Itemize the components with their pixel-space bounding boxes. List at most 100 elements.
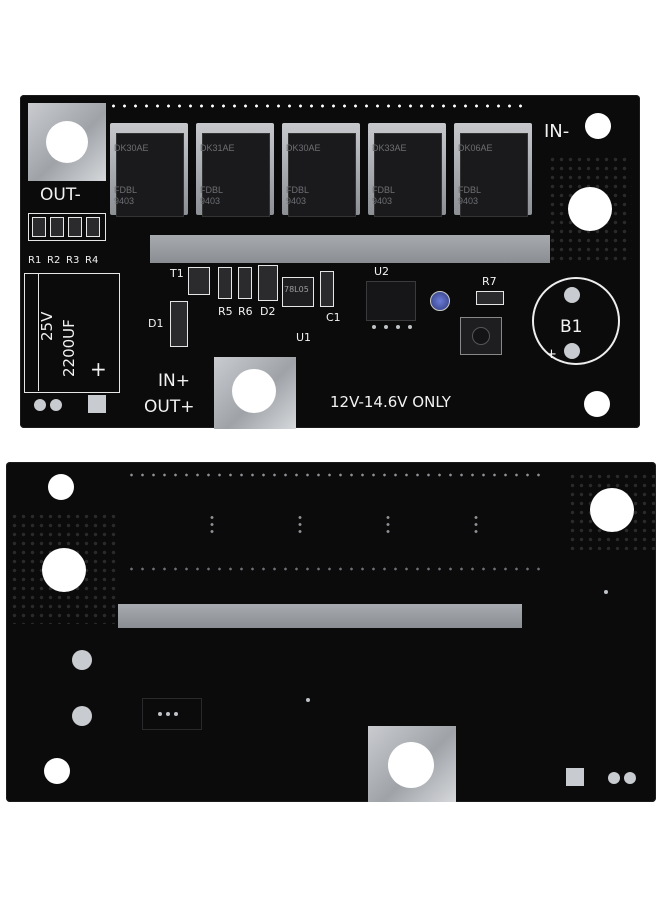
label-c1: C1 (326, 311, 341, 324)
label-in-minus: IN- (544, 121, 570, 142)
mosfet-q4: DK33AE FDBL 9403 (368, 123, 446, 221)
bus-bar-strip (118, 604, 522, 628)
mosfet-part: DK30AE (114, 143, 149, 153)
label-d1: D1 (148, 317, 164, 330)
resistor-r1 (32, 217, 46, 237)
resistor-r6 (238, 267, 252, 299)
pad-hole (624, 772, 636, 784)
mounting-hole (46, 121, 88, 163)
header-holes-row (126, 472, 546, 478)
pad-hole (34, 399, 46, 411)
label-in-plus: IN+ (158, 371, 190, 391)
label-r1: R1 (28, 255, 42, 266)
resistor-r2 (50, 217, 64, 237)
mounting-hole (48, 474, 74, 500)
label-b1: B1 (560, 317, 583, 337)
mounting-hole (584, 391, 610, 417)
pad-hole (50, 399, 62, 411)
mosfet-line2: 9403 (114, 196, 135, 206)
left-pad (10, 512, 118, 624)
diode-d1 (170, 301, 188, 347)
button-actuator (472, 327, 490, 345)
mosfet-line2: 9403 (200, 196, 221, 206)
mounting-hole (42, 548, 86, 592)
label-d2: D2 (260, 305, 276, 318)
capacitor-stripe (24, 273, 39, 391)
battery-pad (564, 287, 580, 303)
pad-hole (608, 772, 620, 784)
regulator-u1 (282, 277, 314, 307)
header-holes-row (108, 103, 528, 109)
mosfet-line2: 9403 (458, 196, 479, 206)
label-b1-plus: + (546, 347, 557, 362)
label-r3: R3 (66, 255, 80, 266)
mosfet-line1: FDBL (458, 185, 482, 195)
in-plus-pad (214, 357, 296, 429)
regulator-marking: 78L05 (284, 285, 309, 294)
battery-pad (564, 343, 580, 359)
mounting-hole (585, 113, 611, 139)
pcb-top-side: IN- DK30AE FDBL 9403 DK31AE FDBL 9403 DK… (20, 95, 640, 429)
label-u1: U1 (296, 331, 312, 344)
resistor-r4 (86, 217, 100, 237)
via-column (474, 514, 478, 536)
mounting-hole (590, 488, 634, 532)
resistor-array (28, 213, 106, 241)
via-column (210, 514, 214, 536)
mosfet-part: DK30AE (286, 143, 321, 153)
mosfet-line1: FDBL (200, 185, 224, 195)
mounting-hole (44, 758, 70, 784)
right-pad (568, 472, 656, 550)
mosfet-line1: FDBL (286, 185, 310, 195)
via-row (126, 566, 546, 572)
in-minus-pad (548, 155, 632, 263)
mosfet-line2: 9403 (372, 196, 393, 206)
mounting-hole (568, 187, 612, 231)
mosfet-q3: DK30AE FDBL 9403 (282, 123, 360, 221)
pad-hole (72, 650, 92, 670)
capacitor-outline (24, 273, 120, 393)
label-r7: R7 (482, 275, 497, 288)
bottom-center-pad (368, 726, 456, 802)
square-pad (566, 768, 584, 786)
pcb-bottom-side (6, 462, 656, 802)
mounting-hole (388, 742, 434, 788)
bus-bar-strip (150, 235, 550, 263)
square-pad (88, 395, 106, 413)
mosfet-q1: DK30AE FDBL 9403 (110, 123, 188, 221)
push-button (460, 317, 502, 355)
component-outline (142, 698, 202, 730)
label-cap-value: 2200UF (60, 319, 78, 377)
ic-u2 (366, 281, 416, 321)
mosfet-line1: FDBL (372, 185, 396, 195)
label-out-minus: OUT- (40, 185, 81, 205)
mosfet-part: DK06AE (458, 143, 493, 153)
out-minus-pad (28, 103, 106, 181)
via-column (386, 514, 390, 536)
capacitor-c1 (320, 271, 334, 307)
battery-b1-outline (532, 277, 620, 365)
label-r4: R4 (85, 255, 99, 266)
label-cap-plus: + (90, 357, 107, 381)
mosfet-part: DK33AE (372, 143, 407, 153)
mosfet-line1: FDBL (114, 185, 138, 195)
label-t1: T1 (170, 267, 184, 280)
label-r2: R2 (47, 255, 61, 266)
pad-hole (72, 706, 92, 726)
mosfet-part: DK31AE (200, 143, 235, 153)
mosfet-q5: DK06AE FDBL 9403 (454, 123, 532, 221)
mosfet-q2: DK31AE FDBL 9403 (196, 123, 274, 221)
resistor-r3 (68, 217, 82, 237)
diode-d2 (258, 265, 278, 301)
label-u2: U2 (374, 265, 390, 278)
label-cap-voltage: 25V (38, 311, 56, 341)
via-column (298, 514, 302, 536)
led (430, 291, 450, 311)
label-r6: R6 (238, 305, 253, 318)
label-out-plus: OUT+ (144, 397, 195, 417)
mounting-hole (232, 369, 276, 413)
mosfet-line2: 9403 (286, 196, 307, 206)
label-voltage-note: 12V-14.6V ONLY (330, 393, 451, 411)
transistor-t1 (188, 267, 210, 295)
resistor-r7 (476, 291, 504, 305)
